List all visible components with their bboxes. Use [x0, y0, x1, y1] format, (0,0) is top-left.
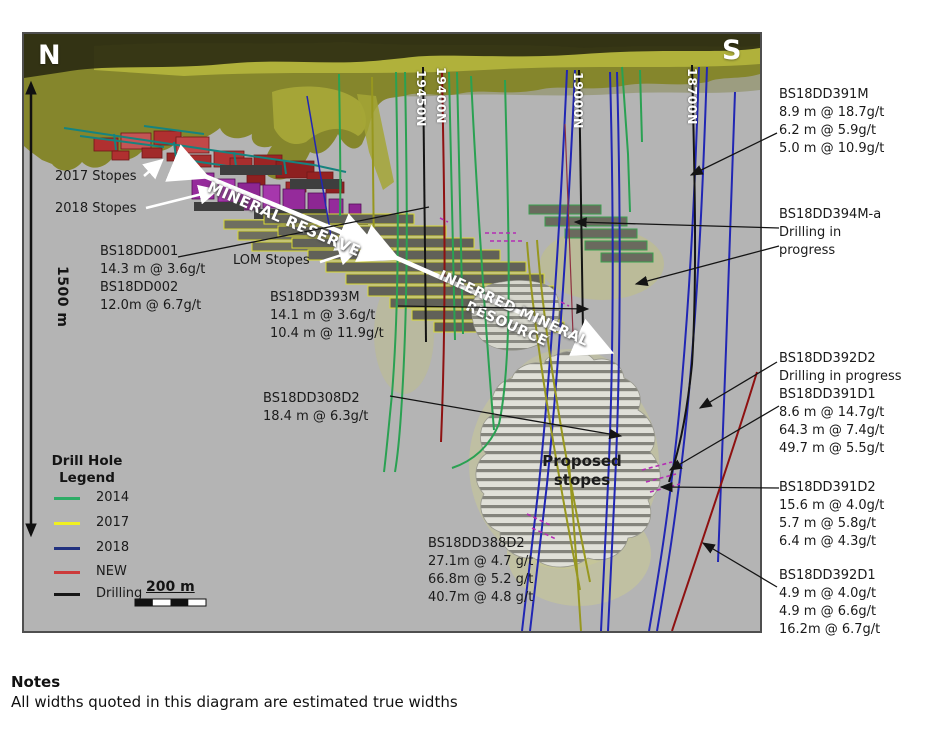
label-proposed-stopes: Proposed stopes: [536, 452, 628, 490]
legend-title: Drill Hole Legend: [32, 453, 142, 487]
result-line: BS18DD391D1: [779, 387, 876, 402]
result-line: 14.1 m @ 3.6g/t: [270, 308, 376, 323]
section-line-19000n: 19000N: [571, 72, 586, 129]
result-line: 10.4 m @ 11.9g/t: [270, 326, 384, 341]
legend-swatch-2018: [54, 547, 80, 550]
label-2017-stopes: 2017 Stopes: [55, 169, 137, 184]
legend-swatch-new: [54, 571, 80, 574]
result-line: 6.4 m @ 4.3g/t: [779, 534, 877, 549]
result-bs18dd308d2: BS18DD308D2 18.4 m @ 6.3g/t: [263, 390, 368, 426]
result-line: 64.3 m @ 7.4g/t: [779, 423, 885, 438]
result-bs18dd391m: BS18DD391M 8.9 m @ 18.7g/t 6.2 m @ 5.9g/…: [779, 86, 884, 158]
terrain-lump: [272, 86, 366, 145]
result-line: 49.7 m @ 5.5g/t: [779, 441, 885, 456]
notes-title: Notes: [11, 673, 61, 691]
result-line: 4.9 m @ 6.6g/t: [779, 604, 877, 619]
vertical-scale-arrow: [25, 80, 37, 538]
result-line: 8.9 m @ 18.7g/t: [779, 105, 885, 120]
section-graphics: [24, 34, 760, 631]
result-bs18dd393m: BS18DD393M 14.1 m @ 3.6g/t 10.4 m @ 11.9…: [270, 289, 384, 343]
result-line: BS18DD394M-a: [779, 207, 882, 222]
result-line: 12.0m @ 6.7g/t: [100, 298, 202, 313]
legend-swatch-2014: [54, 497, 80, 500]
legend-label-2017: 2017: [96, 515, 130, 530]
legend-title-line2: Legend: [59, 470, 115, 486]
terrain-wedge: [357, 94, 394, 190]
result-bs18dd001: BS18DD001 14.3 m @ 3.6g/t BS18DD002 12.0…: [100, 243, 205, 315]
result-line: 27.1m @ 4.7 g/t: [428, 554, 534, 569]
legend-label-drilling: Drilling: [96, 586, 143, 601]
result-line: 6.2 m @ 5.9g/t: [779, 123, 877, 138]
result-line: BS18DD308D2: [263, 391, 360, 406]
scale-bar-label: 200 m: [146, 579, 195, 595]
section-line-19450n: 19450N: [414, 70, 429, 127]
legend-swatch-drilling: [54, 593, 80, 596]
result-line: 16.2m @ 6.7g/t: [779, 622, 881, 637]
result-line: 8.6 m @ 14.7g/t: [779, 405, 885, 420]
label-2018-stopes: 2018 Stopes: [55, 201, 137, 216]
proposed-line1: Proposed: [542, 452, 622, 470]
result-line: BS18DD002: [100, 280, 179, 295]
result-line: 5.7 m @ 5.8g/t: [779, 516, 877, 531]
result-line: Drilling in: [779, 225, 842, 240]
proposed-line2: stopes: [553, 471, 611, 489]
legend-title-line1: Drill Hole: [51, 453, 123, 469]
result-line: Drilling in progress: [779, 369, 902, 384]
legend-label-2014: 2014: [96, 490, 130, 505]
result-line: progress: [779, 243, 836, 258]
legend-label-new: NEW: [96, 564, 127, 579]
result-line: 15.6 m @ 4.0g/t: [779, 498, 885, 513]
result-line: 14.3 m @ 3.6g/t: [100, 262, 206, 277]
result-bs18dd394m-a: BS18DD394M-a Drilling in progress: [779, 206, 881, 260]
result-line: 66.8m @ 5.2 g/t: [428, 572, 534, 587]
result-line: BS18DD393M: [270, 290, 360, 305]
section-line-18700n: 18700N: [685, 68, 700, 125]
notes-body: All widths quoted in this diagram are es…: [11, 693, 458, 711]
result-line: BS18DD391M: [779, 87, 869, 102]
legend-label-2018: 2018: [96, 540, 130, 555]
result-bs18dd392d2-391d1: BS18DD392D2 Drilling in progress BS18DD3…: [779, 350, 902, 458]
vertical-scale-label: 1500 m: [54, 266, 70, 328]
cross-section-panel: N S 19450N 19400N 19000N 18700N 1500 m M…: [22, 32, 762, 633]
label-lom-stopes: LOM Stopes: [233, 253, 310, 268]
compass-south: S: [722, 35, 742, 66]
section-line-19400n: 19400N: [434, 67, 449, 124]
result-line: 18.4 m @ 6.3g/t: [263, 409, 369, 424]
result-line: BS18DD392D2: [779, 351, 876, 366]
result-line: BS18DD391D2: [779, 480, 876, 495]
terrain-dark-top: [24, 34, 760, 78]
result-line: BS18DD388D2: [428, 536, 525, 551]
scale-bar: [134, 598, 207, 607]
compass-north: N: [38, 40, 61, 71]
result-bs18dd391d2: BS18DD391D2 15.6 m @ 4.0g/t 5.7 m @ 5.8g…: [779, 479, 884, 551]
result-line: 4.9 m @ 4.0g/t: [779, 586, 877, 601]
result-line: BS18DD001: [100, 244, 179, 259]
result-bs18dd388d2: BS18DD388D2 27.1m @ 4.7 g/t 66.8m @ 5.2 …: [428, 535, 533, 607]
result-line: 5.0 m @ 10.9g/t: [779, 141, 885, 156]
result-line: 40.7m @ 4.8 g/t: [428, 590, 534, 605]
result-line: BS18DD392D1: [779, 568, 876, 583]
result-bs18dd392d1: BS18DD392D1 4.9 m @ 4.0g/t 4.9 m @ 6.6g/…: [779, 567, 880, 639]
legend-swatch-2017: [54, 522, 80, 525]
